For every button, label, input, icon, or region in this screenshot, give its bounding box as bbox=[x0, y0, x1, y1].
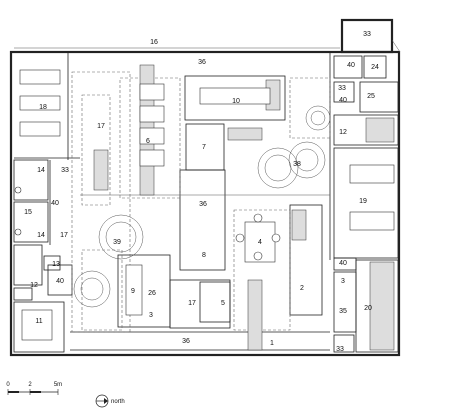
scale-bar: 0 2 5m bbox=[6, 382, 62, 395]
room-label: 38 bbox=[293, 161, 301, 168]
room-label: 9 bbox=[131, 288, 135, 295]
room-label: 40 bbox=[339, 97, 347, 104]
room-label: 15 bbox=[24, 209, 32, 216]
room-label: 40 bbox=[347, 62, 355, 69]
room-label: 36 bbox=[199, 201, 207, 208]
room-label: 33 bbox=[363, 31, 371, 38]
room-label: 16 bbox=[150, 39, 158, 46]
scale-tick-label: 0 bbox=[6, 382, 10, 388]
room-label: 3 bbox=[341, 278, 345, 285]
north-label: north bbox=[111, 399, 125, 405]
room-label: 12 bbox=[339, 129, 347, 136]
north-arrow: north bbox=[95, 394, 125, 408]
room-label: 40 bbox=[51, 200, 59, 207]
room-label: 33 bbox=[336, 346, 344, 353]
room-label: 24 bbox=[371, 64, 379, 71]
room-label: 40 bbox=[56, 278, 64, 285]
room-label: 18 bbox=[39, 104, 47, 111]
trees bbox=[73, 105, 331, 308]
room-label: 14 bbox=[37, 167, 45, 174]
room-labels: 33 16 36 18 17 6 10 7 40 24 33 25 40 12 … bbox=[24, 31, 379, 353]
room-label: 10 bbox=[232, 98, 240, 105]
room-label: 19 bbox=[359, 198, 367, 205]
room-label: 17 bbox=[188, 300, 196, 307]
furniture bbox=[14, 69, 395, 341]
room-label: 17 bbox=[60, 232, 68, 239]
room-label: 25 bbox=[367, 93, 375, 100]
room-label: 40 bbox=[339, 260, 347, 267]
room-label: 6 bbox=[146, 138, 150, 145]
room-label: 17 bbox=[97, 123, 105, 130]
room-label: 4 bbox=[258, 239, 262, 246]
room-label: 5 bbox=[221, 300, 225, 307]
room-label: 7 bbox=[202, 144, 206, 151]
room-label: 8 bbox=[202, 252, 206, 259]
building-walls bbox=[9, 18, 401, 357]
scale-tick-label: 2 bbox=[28, 382, 32, 388]
room-label: 26 bbox=[148, 290, 156, 297]
room-label: 13 bbox=[52, 261, 60, 268]
room-label: 36 bbox=[198, 59, 206, 66]
room-label: 20 bbox=[364, 305, 372, 312]
room-label: 3 bbox=[149, 312, 153, 319]
room-label: 14 bbox=[37, 232, 45, 239]
room-label: 39 bbox=[113, 239, 121, 246]
room-label: 33 bbox=[338, 85, 346, 92]
room-label: 1 bbox=[270, 340, 274, 347]
scale-tick-label: 5m bbox=[54, 382, 62, 388]
room-label: 2 bbox=[300, 285, 304, 292]
room-label: 33 bbox=[61, 167, 69, 174]
room-label: 36 bbox=[182, 338, 190, 345]
room-label: 12 bbox=[30, 282, 38, 289]
room-label: 35 bbox=[339, 308, 347, 315]
room-label: 11 bbox=[35, 318, 42, 325]
